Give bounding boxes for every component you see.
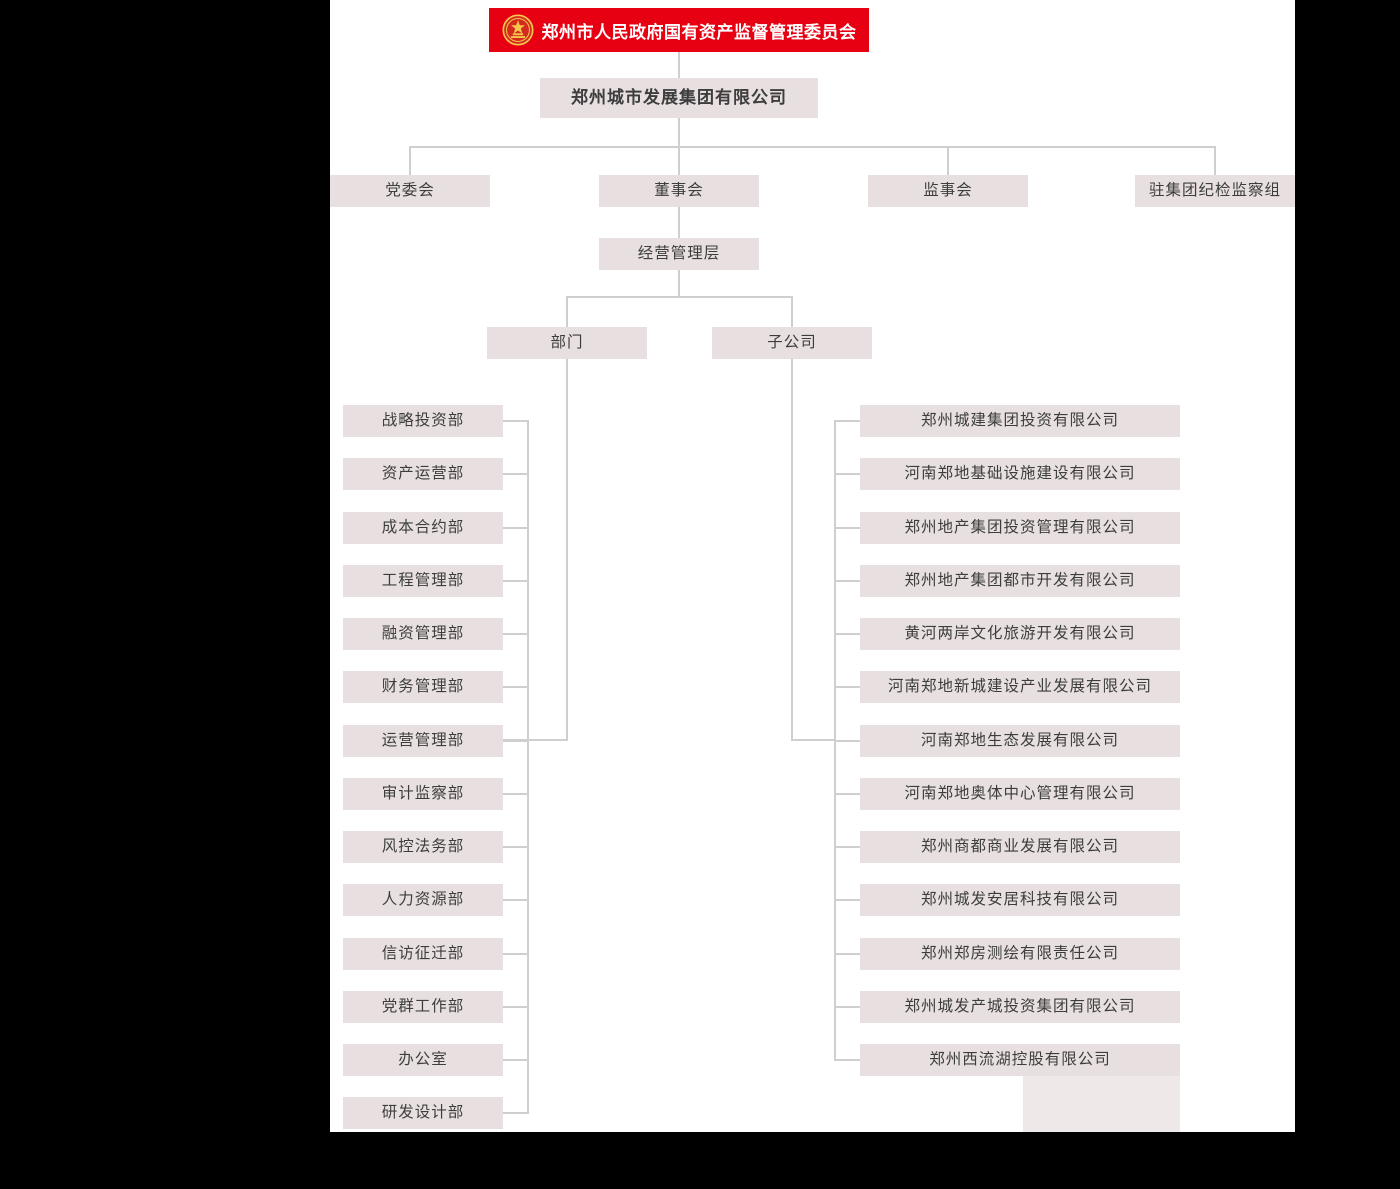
department-box-10: 信访征迁部	[343, 937, 503, 970]
connector-line	[503, 846, 529, 848]
department-box-6: 运营管理部	[343, 724, 503, 757]
connector-line	[503, 526, 529, 529]
connector-line	[834, 579, 860, 582]
org-chart: 郑州市人民政府国有资产监督管理委员会 郑州城市发展集团有限公司 党委会 董事会 …	[330, 0, 1295, 1132]
connector-line	[503, 739, 529, 742]
department-box-5: 财务管理部	[343, 671, 503, 704]
connector-line	[678, 207, 680, 238]
governance-box-board-of-directors: 董事会	[599, 175, 759, 207]
connector-line	[791, 739, 836, 741]
connector-line	[566, 296, 568, 327]
department-box-2: 成本合约部	[343, 511, 503, 544]
connector-line	[834, 846, 860, 848]
department-box-12: 办公室	[343, 1044, 503, 1076]
connector-line	[566, 359, 568, 741]
subsidiary-box-0: 郑州城建集团投资有限公司	[860, 405, 1180, 437]
department-box-3: 工程管理部	[343, 564, 503, 597]
governance-box-supervisory-board: 监事会	[868, 175, 1028, 207]
subsidiary-box-2: 郑州地产集团投资管理有限公司	[860, 511, 1180, 544]
connector-line	[834, 792, 860, 795]
connector-line	[503, 1059, 529, 1061]
connector-line	[834, 1059, 860, 1061]
connector-line	[834, 420, 836, 1061]
connector-line	[503, 420, 529, 422]
connector-line	[678, 270, 680, 298]
connector-line	[503, 952, 529, 955]
department-box-7: 审计监察部	[343, 777, 503, 810]
connector-line	[503, 633, 529, 635]
department-box-9: 人力资源部	[343, 884, 503, 917]
department-box-4: 融资管理部	[343, 618, 503, 650]
connector-line	[834, 1005, 860, 1008]
department-box-8: 风控法务部	[343, 831, 503, 863]
connector-line	[503, 899, 529, 902]
group-company-box: 郑州城市发展集团有限公司	[540, 78, 818, 118]
connector-line	[947, 146, 949, 175]
partial-empty-box	[1023, 1076, 1180, 1132]
branch-box-departments: 部门	[487, 327, 647, 359]
sasac-banner: 郑州市人民政府国有资产监督管理委员会	[489, 8, 869, 52]
connector-line	[503, 1112, 529, 1115]
connector-line	[834, 899, 860, 902]
connector-line	[834, 686, 860, 689]
subsidiary-box-3: 郑州地产集团都市开发有限公司	[860, 564, 1180, 597]
subsidiary-box-10: 郑州郑房测绘有限责任公司	[860, 937, 1180, 970]
subsidiary-box-12: 郑州西流湖控股有限公司	[860, 1044, 1180, 1076]
subsidiary-box-9: 郑州城发安居科技有限公司	[860, 884, 1180, 917]
connector-line	[834, 526, 860, 529]
connector-line	[678, 146, 680, 175]
connector-line	[834, 473, 860, 476]
connector-line	[678, 118, 680, 148]
subsidiary-box-7: 河南郑地奥体中心管理有限公司	[860, 777, 1180, 810]
connector-line	[503, 1005, 529, 1008]
management-layer-box: 经营管理层	[599, 238, 759, 270]
department-box-11: 党群工作部	[343, 990, 503, 1023]
connector-line	[409, 146, 411, 175]
connector-line	[503, 792, 529, 795]
department-box-13: 研发设计部	[343, 1097, 503, 1130]
branch-box-subsidiaries: 子公司	[712, 327, 872, 359]
connector-line	[503, 473, 529, 476]
connector-line	[834, 739, 860, 742]
connector-line	[1214, 146, 1216, 175]
department-box-0: 战略投资部	[343, 405, 503, 437]
connector-line	[834, 420, 860, 422]
connector-line	[791, 296, 793, 327]
governance-box-party-committee: 党委会	[330, 175, 490, 207]
subsidiary-box-11: 郑州城发产城投资集团有限公司	[860, 990, 1180, 1023]
subsidiary-box-8: 郑州商都商业发展有限公司	[860, 831, 1180, 863]
connector-line	[503, 686, 529, 689]
department-box-1: 资产运营部	[343, 458, 503, 491]
connector-line	[834, 952, 860, 955]
connector-line	[678, 52, 680, 78]
governance-box-discipline-inspection: 驻集团纪检监察组	[1135, 175, 1295, 207]
connector-line	[503, 739, 568, 741]
subsidiary-box-5: 河南郑地新城建设产业发展有限公司	[860, 671, 1180, 704]
connector-line	[409, 146, 1216, 148]
subsidiary-box-6: 河南郑地生态发展有限公司	[860, 724, 1180, 757]
subsidiary-box-4: 黄河两岸文化旅游开发有限公司	[860, 618, 1180, 650]
connector-line	[503, 579, 529, 582]
national-emblem-icon	[501, 14, 534, 46]
subsidiary-box-1: 河南郑地基础设施建设有限公司	[860, 458, 1180, 491]
connector-line	[566, 296, 793, 298]
connector-line	[791, 359, 793, 741]
connector-line	[834, 633, 860, 635]
connector-line	[527, 420, 529, 1115]
sasac-title: 郑州市人民政府国有资产监督管理委员会	[541, 22, 857, 42]
